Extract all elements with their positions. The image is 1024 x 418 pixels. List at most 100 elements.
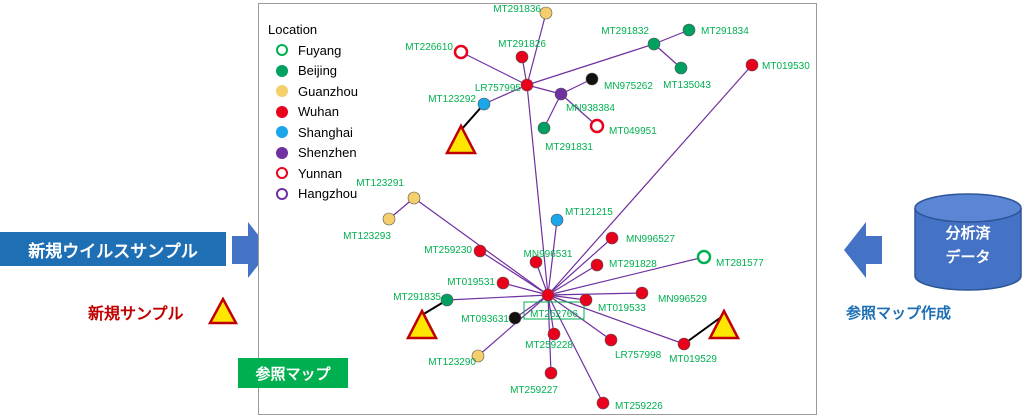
node-label: MT252766 [530, 309, 578, 320]
edge-LR757995-MT123292 [483, 84, 528, 105]
node-MT259226 [596, 396, 610, 410]
node-label: MT259227 [510, 385, 558, 396]
legend-marker-icon [276, 105, 288, 118]
reference-map-label: 参照マップ [238, 358, 348, 388]
network-nodes [382, 6, 759, 410]
node-label: MT259228 [525, 340, 573, 351]
right-arrow [844, 222, 882, 278]
node-label: MT049951 [609, 126, 657, 137]
left-arrow [232, 222, 270, 278]
edge-MT226610-LR757995 [460, 51, 528, 86]
edge-MT291835-MT252766 [446, 294, 549, 301]
legend-item-shanghai: Shanghai [268, 122, 358, 143]
node-MN996529 [635, 286, 649, 300]
new-virus-sample-banner: 新規ウイルスサンプル [0, 232, 226, 266]
node-label: MT093631 [461, 314, 509, 325]
node-MT019529 [677, 337, 691, 351]
edge-LR757995-MT252766 [526, 84, 549, 296]
legend-item-yunnan: Yunnan [268, 163, 358, 184]
edge-MT019531-MT252766 [502, 282, 549, 296]
new-sample-label: 新規サンプル [88, 304, 184, 323]
node-label: MT259230 [424, 245, 472, 256]
node-label: LR757995 [475, 83, 522, 94]
node-label: MN938384 [566, 103, 615, 114]
legend-marker-icon [276, 187, 288, 200]
node-MT123293 [382, 212, 396, 226]
node-label: MT291834 [701, 26, 749, 37]
database-label: 分析済 データ [913, 221, 1023, 269]
legend-item-hangzhou: Hangzhou [268, 184, 358, 205]
legend-marker-icon [276, 85, 288, 98]
node-label: MT291835 [393, 292, 441, 303]
legend-item-wuhan: Wuhan [268, 102, 358, 123]
legend-label: Fuyang [298, 42, 342, 58]
node-label: MT291832 [601, 26, 649, 37]
node-label: MT291831 [545, 142, 593, 153]
node-label: MT019533 [598, 303, 646, 314]
node-MT123290 [471, 349, 485, 363]
center-node-highlight-box [523, 301, 585, 320]
node-LR757995 [520, 78, 534, 92]
node-MT281577 [696, 249, 712, 265]
node-label: MN996529 [658, 294, 707, 305]
node-label: MT019529 [669, 354, 717, 365]
node-LR757998 [604, 333, 618, 347]
legend-marker-icon [276, 167, 288, 180]
reference-map-panel [258, 3, 817, 415]
node-MN996531 [529, 255, 543, 269]
node-MT049951 [589, 118, 605, 134]
node-MT259227 [544, 366, 558, 380]
new-sample-triangle-icon [444, 123, 478, 155]
node-label: MN975262 [604, 81, 653, 92]
legend-label: Wuhan [298, 104, 339, 120]
create-reference-map-caption: 参照マップ作成 [846, 304, 952, 322]
legend-label: Hangzhou [298, 186, 358, 202]
edge-MT123290-MT252766 [477, 294, 549, 357]
new-sample-triangle-icon [707, 308, 741, 340]
node-MT123292 [477, 97, 491, 111]
legend-item-shenzhen: Shenzhen [268, 143, 358, 164]
edge-MT093631-MT252766 [514, 294, 549, 319]
node-MT291835 [440, 293, 454, 307]
node-MT291836 [539, 6, 553, 20]
edge-MT259226-MT252766 [547, 294, 604, 404]
node-label: MT259226 [615, 401, 663, 412]
node-label: MT019530 [762, 61, 810, 72]
node-MT291832 [647, 37, 661, 51]
edge-MT291828-MT252766 [547, 264, 598, 296]
legend-item-guanzhou: Guanzhou [268, 81, 358, 102]
legend-marker-icon [276, 64, 288, 77]
edge-MT281577-MT252766 [547, 256, 705, 296]
legend-item-fuyang: Fuyang [268, 40, 358, 61]
node-MT135043 [674, 61, 688, 75]
node-MT093631 [508, 311, 522, 325]
node-label: MT135043 [663, 80, 711, 91]
edge-MT259230-MT252766 [479, 250, 549, 296]
legend-label: Shenzhen [298, 145, 357, 161]
sample-triangle-icon [208, 297, 238, 325]
edge-MT291832-LR757995 [526, 43, 655, 86]
node-MT291831 [537, 121, 551, 135]
legend-label: Yunnan [298, 165, 343, 181]
node-label: MT281577 [716, 258, 764, 269]
legend-label: Guanzhou [298, 83, 358, 99]
node-label: MT291828 [609, 259, 657, 270]
node-MT019533 [579, 293, 593, 307]
edge-MN996529-MT252766 [547, 292, 643, 296]
node-MT252766 [541, 288, 555, 302]
legend-item-beijing: Beijing [268, 61, 358, 82]
node-MT259228 [547, 327, 561, 341]
edge-MN938384-MT049951 [560, 93, 598, 127]
node-label: MN996527 [626, 234, 675, 245]
node-label: MT291836 [493, 4, 541, 15]
node-label: MT121215 [565, 207, 613, 218]
node-MN996527 [605, 231, 619, 245]
node-MT019531 [496, 276, 510, 290]
new-sample-triangle-icon [405, 308, 439, 340]
sample-connector-MT019529 [683, 314, 725, 345]
database-label-line2: データ [945, 248, 991, 266]
node-MN938384 [554, 87, 568, 101]
edge-MT019529-MT252766 [547, 294, 685, 345]
